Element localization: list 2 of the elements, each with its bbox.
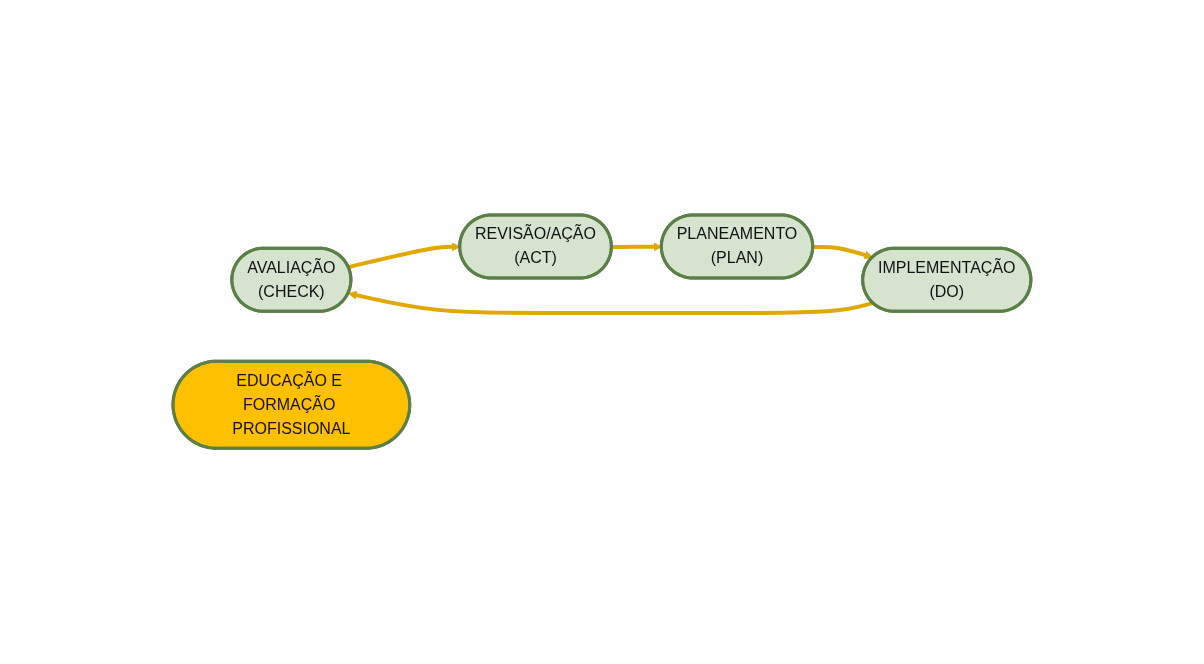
arrow bbox=[348, 291, 874, 316]
arrow bbox=[813, 245, 874, 260]
